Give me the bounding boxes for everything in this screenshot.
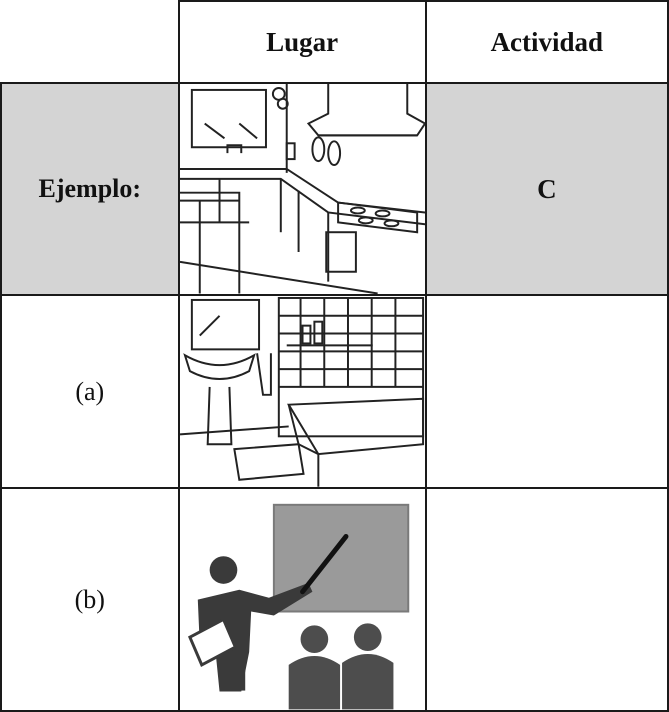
header-actividad: Actividad [424, 0, 669, 84]
row-label-a: (a) [0, 294, 180, 489]
bathroom-drawing [179, 297, 424, 487]
row-label-b: (b) [0, 487, 180, 712]
classroom-drawing [187, 504, 409, 710]
bathroom-illustration [177, 294, 427, 489]
activity-answer-ejemplo: C [424, 82, 669, 296]
activity-answer-a [424, 294, 669, 489]
header-lugar: Lugar [177, 0, 427, 84]
classroom-teacher-illustration [177, 487, 427, 712]
kitchen-illustration [177, 82, 427, 296]
kitchen-drawing [179, 84, 425, 294]
activity-answer-b [424, 487, 669, 712]
row-label-ejemplo: Ejemplo: [0, 82, 180, 296]
empty-corner-cell [1, 1, 180, 84]
